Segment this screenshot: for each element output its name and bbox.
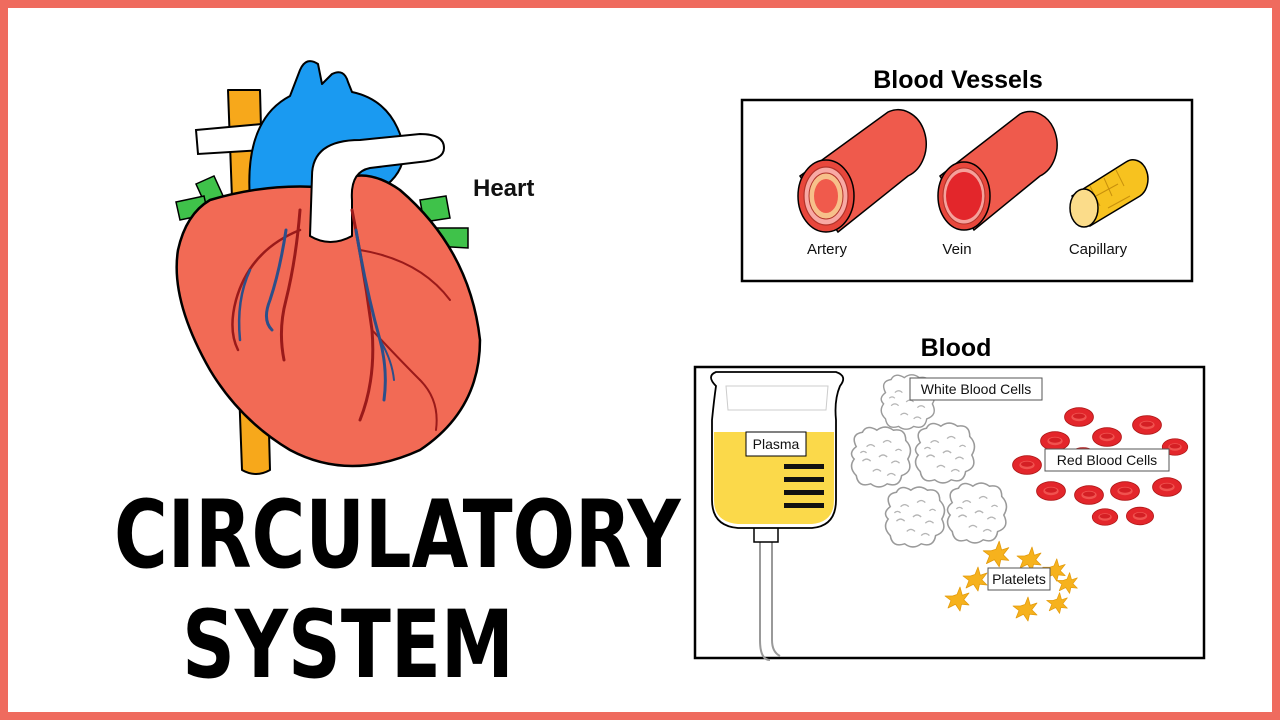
artery-label: Artery xyxy=(807,241,848,258)
diagram-canvas: Heart Blood Vessels Artery Vein Capillar… xyxy=(175,60,1206,661)
platelets-label-box xyxy=(987,567,1051,591)
platelets-label: Platelets xyxy=(992,571,1046,587)
vein-label: Vein xyxy=(942,241,971,258)
title-line-1: CIRCULATORY xyxy=(114,481,681,590)
blood-vessels-box xyxy=(740,98,1194,283)
blood-box xyxy=(693,365,1206,660)
title-line-2: SYSTEM xyxy=(182,591,514,700)
red-blood-cells-label: Red Blood Cells xyxy=(1057,452,1157,468)
pulmonary-trunk xyxy=(309,133,445,243)
plasma-label: Plasma xyxy=(753,436,800,452)
capillary-label: Capillary xyxy=(1069,241,1128,258)
red-blood-cells-label-box xyxy=(1044,448,1170,472)
white-blood-cells-label-box xyxy=(909,377,1043,401)
heart-label: Heart xyxy=(473,175,534,202)
plasma-bag xyxy=(710,371,845,661)
white-blood-cells xyxy=(850,374,1008,548)
artery-illustration xyxy=(797,109,927,234)
heart-illustration xyxy=(175,60,482,475)
blood-title: Blood xyxy=(921,334,992,362)
white-blood-cells-label: White Blood Cells xyxy=(921,381,1032,397)
capillary-illustration xyxy=(1069,159,1149,228)
blood-vessels-title: Blood Vessels xyxy=(873,66,1043,94)
vein-illustration xyxy=(937,110,1058,232)
